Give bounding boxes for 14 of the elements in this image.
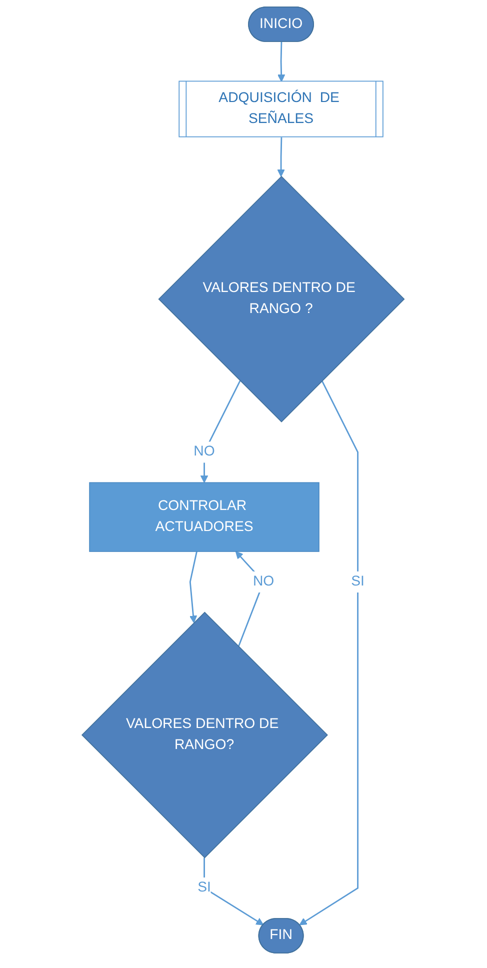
arrow <box>300 380 359 926</box>
arrow <box>278 137 286 177</box>
flowchart: NO NO SI SI INICIO ADQUISICIÓN DE SEÑALES VALORES DENTRO DE RANGO ? CONTROLAR ACTUADORES VALORES DENTRO DE RANGO? FIN <box>75 0 412 960</box>
arrow <box>190 551 198 624</box>
arrow <box>204 858 264 926</box>
edge-label: NO <box>194 444 216 460</box>
arrow <box>200 380 242 483</box>
edge-label: SI <box>352 574 365 589</box>
edge-label: SI <box>198 880 212 896</box>
edge-label: NO <box>253 574 275 589</box>
node-box <box>90 482 320 552</box>
arrow <box>278 42 286 82</box>
node-diamond <box>158 176 406 422</box>
node-diamond <box>82 612 328 858</box>
